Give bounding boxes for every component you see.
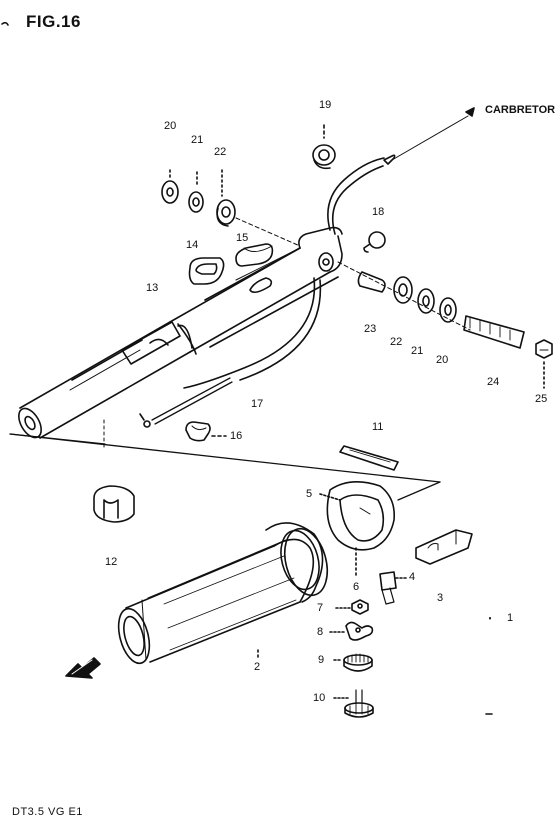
part-label-5: 5 (306, 488, 313, 500)
part-label-1: 1 (507, 612, 514, 624)
throttle-cable (139, 107, 475, 428)
part-label-22b: 22 (390, 336, 403, 348)
part-label-3: 3 (437, 592, 444, 604)
separation-line-left (9, 433, 106, 445)
part-label-11: 11 (372, 421, 384, 433)
model-code: DT3.5 VG E1 (12, 806, 83, 818)
part-label-24: 24 (487, 376, 500, 388)
part-label-18: 18 (372, 206, 385, 218)
part-label-17: 17 (251, 398, 264, 410)
part-label-10: 10 (313, 692, 326, 704)
part-label-8: 8 (317, 626, 324, 638)
grommets-14-15 (188, 243, 274, 285)
part-label-15: 15 (236, 232, 249, 244)
part-label-21b: 21 (411, 345, 424, 357)
friction-plate-11 (339, 445, 399, 471)
right-side-parts (337, 231, 553, 389)
thumb-screw-10 (333, 689, 374, 718)
part-label-7: 7 (317, 602, 324, 614)
part-label-9: 9 (318, 654, 325, 666)
carburetor-label: CARBRETOR (485, 104, 556, 116)
knob-9 (333, 653, 373, 672)
wedge-3 (415, 529, 473, 565)
part-label-22: 22 (214, 146, 227, 158)
separation-line-right (397, 481, 441, 501)
part-label-13: 13 (146, 282, 159, 294)
part-label-25: 25 (535, 393, 548, 405)
part-label-14: 14 (186, 239, 199, 251)
collar-5-6 (319, 481, 396, 579)
screw-4 (379, 571, 407, 605)
washers-upper (161, 169, 301, 247)
part-label-2: 2 (254, 661, 261, 673)
part-label-19: 19 (319, 99, 332, 111)
corner-mark (1, 21, 9, 26)
nut-7 (335, 599, 369, 615)
bushing-12 (93, 485, 135, 523)
throttle-grip (117, 522, 329, 665)
part-label-6: 6 (353, 581, 360, 593)
wing-nut-8 (329, 621, 374, 641)
figure-title: FIG.16 (26, 12, 81, 31)
tiller-arm (18, 226, 343, 439)
part-label-16: 16 (230, 430, 243, 442)
grommet-19 (312, 124, 336, 170)
part-label-4: 4 (409, 571, 416, 583)
part-label-23: 23 (364, 323, 377, 335)
part-label-20b: 20 (436, 354, 449, 366)
arrow-left-icon (65, 657, 101, 679)
cable-clip-16 (185, 421, 227, 442)
part-label-20: 20 (164, 120, 177, 132)
part-label-21: 21 (191, 134, 204, 146)
part-label-12: 12 (105, 556, 118, 568)
